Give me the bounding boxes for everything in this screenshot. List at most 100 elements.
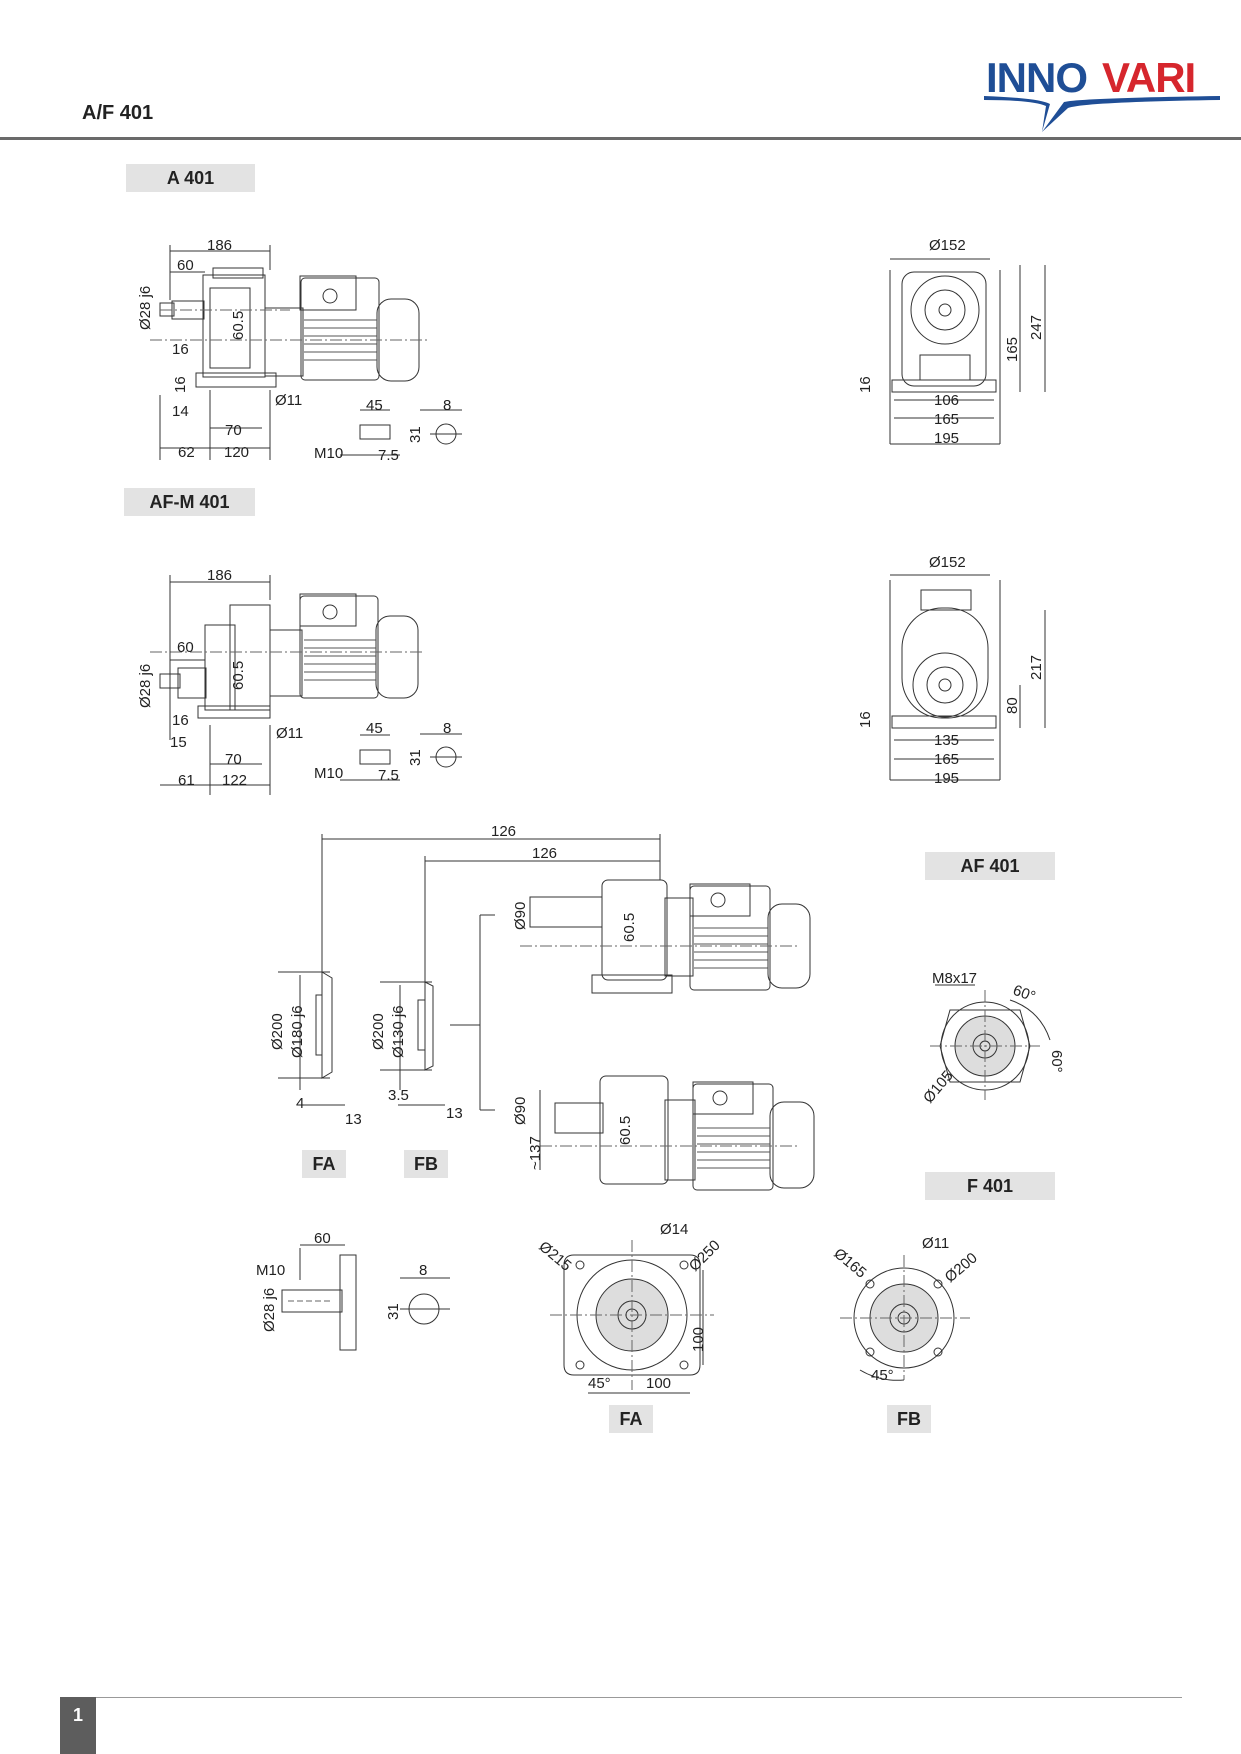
shaft-dim-8: 8 <box>419 1262 427 1279</box>
shaft-dim-m10: M10 <box>256 1262 285 1279</box>
afm-dim-61: 61 <box>178 772 195 789</box>
tag-fb-mid: FB <box>404 1150 448 1178</box>
front-dim-165: 165 <box>934 411 959 428</box>
shaft-dim-31: 31 <box>385 1303 402 1320</box>
af-dim-60b: 60° <box>1048 1050 1065 1073</box>
dim-16b: 16 <box>172 376 189 393</box>
fa-dim-4: 4 <box>296 1095 304 1112</box>
fb-dim-o130: Ø130 j6 <box>390 1005 407 1058</box>
afm-front-16: 16 <box>857 711 874 728</box>
af401-flange-face <box>930 984 1051 1100</box>
afm-dim-o11: Ø11 <box>276 725 303 742</box>
afm-front-80: 80 <box>1004 697 1021 714</box>
afm-dim-70: 70 <box>225 751 242 768</box>
dim-186: 186 <box>207 237 232 254</box>
fb-view-45deg: 45° <box>871 1367 894 1384</box>
logo-text-vari: VARI <box>1102 56 1195 101</box>
flange-dim-126a: 126 <box>491 823 516 840</box>
fa-dim-13: 13 <box>345 1111 362 1128</box>
front-dim-247: 247 <box>1028 315 1045 340</box>
afm-front-195: 195 <box>934 770 959 787</box>
dim-60-5: 60.5 <box>230 311 247 340</box>
fa-view-o250: Ø250 <box>686 1237 724 1275</box>
flange-assembly <box>278 834 815 1191</box>
afm-front-o152: Ø152 <box>929 554 966 571</box>
front-dim-o152: Ø152 <box>929 237 966 254</box>
fa-view-o14: Ø14 <box>660 1221 688 1238</box>
innovari-logo: INNO VARI <box>984 56 1220 132</box>
front-dim-195: 195 <box>934 430 959 447</box>
key-dim-7-5: 7.5 <box>378 447 399 464</box>
dim-28j6: Ø28 j6 <box>137 286 154 330</box>
tag-fa-bottom: FA <box>609 1405 653 1433</box>
fb-dim-o200: Ø200 <box>370 1013 387 1050</box>
tag-fa-mid: FA <box>302 1150 346 1178</box>
tag-af401: AF 401 <box>925 852 1055 880</box>
afm-front-135: 135 <box>934 732 959 749</box>
flange-dim-60-5a: 60.5 <box>621 913 638 942</box>
dim-14: 14 <box>172 403 189 420</box>
page-title: A/F 401 <box>82 102 154 124</box>
afm-dim-60-5: 60.5 <box>230 661 247 690</box>
afm-dim-28j6: Ø28 j6 <box>137 664 154 708</box>
key-dim-m10: M10 <box>314 445 343 462</box>
key-dim-31: 31 <box>407 426 424 443</box>
shaft-detail <box>281 1244 450 1351</box>
front-dim-165v: 165 <box>1004 337 1021 362</box>
fa-view-o215: Ø215 <box>535 1238 574 1275</box>
front-dim-16: 16 <box>857 376 874 393</box>
tag-f401: F 401 <box>925 1172 1055 1200</box>
afm-dim-186: 186 <box>207 567 232 584</box>
header-rule <box>0 137 1241 140</box>
fb-view-o200: Ø200 <box>942 1249 981 1286</box>
afm401-side-view <box>150 575 425 795</box>
fa-dim-o200: Ø200 <box>269 1013 286 1050</box>
fa-dim-o180: Ø180 j6 <box>289 1005 306 1058</box>
afm-key-7-5: 7.5 <box>378 767 399 784</box>
dim-120: 120 <box>224 444 249 461</box>
tag-a401: A 401 <box>126 164 255 192</box>
af-dim-60a: 60° <box>1011 982 1038 1006</box>
logo-swoosh-icon <box>984 96 1220 132</box>
a401-front-view <box>889 258 1046 445</box>
dim-o11: Ø11 <box>275 392 302 409</box>
fb-flange-view <box>840 1255 970 1381</box>
shaft-dim-o28: Ø28 j6 <box>261 1288 278 1332</box>
fb-view-o165: Ø165 <box>830 1245 869 1282</box>
afm-dim-15: 15 <box>170 734 187 751</box>
afm-dim-122: 122 <box>222 772 247 789</box>
fa-view-100v: 100 <box>690 1327 707 1352</box>
afm401-front-view <box>889 574 1046 781</box>
tag-afm401: AF-M 401 <box>124 488 255 516</box>
flange-dim-o90a: Ø90 <box>512 902 529 930</box>
fa-view-100: 100 <box>646 1375 671 1392</box>
flange-dim-137: ~137 <box>527 1136 544 1170</box>
dim-60: 60 <box>177 257 194 274</box>
dim-70: 70 <box>225 422 242 439</box>
fb-view-o11: Ø11 <box>922 1235 949 1252</box>
a401-key-detail <box>340 409 462 456</box>
page-number: 1 <box>60 1697 96 1754</box>
afm-key-45: 45 <box>366 720 383 737</box>
dim-62: 62 <box>178 444 195 461</box>
afm-front-165: 165 <box>934 751 959 768</box>
front-dim-106: 106 <box>934 392 959 409</box>
afm401-key-detail <box>340 733 462 781</box>
afm-dim-16: 16 <box>172 712 189 729</box>
fb-dim-13: 13 <box>446 1105 463 1122</box>
dim-16a: 16 <box>172 341 189 358</box>
afm-front-217: 217 <box>1028 655 1045 680</box>
afm-dim-60: 60 <box>177 639 194 656</box>
shaft-dim-60: 60 <box>314 1230 331 1247</box>
afm-key-m10: M10 <box>314 765 343 782</box>
footer-rule <box>60 1697 1182 1698</box>
logo-text-inno: INNO <box>986 56 1087 101</box>
key-dim-8: 8 <box>443 397 451 414</box>
fa-view-45deg: 45° <box>588 1375 611 1392</box>
flange-dim-126b: 126 <box>532 845 557 862</box>
fb-dim-3-5: 3.5 <box>388 1087 409 1104</box>
af-dim-m8x17: M8x17 <box>932 970 977 987</box>
fa-flange-view <box>550 1240 714 1394</box>
flange-dim-60-5b: 60.5 <box>617 1116 634 1145</box>
